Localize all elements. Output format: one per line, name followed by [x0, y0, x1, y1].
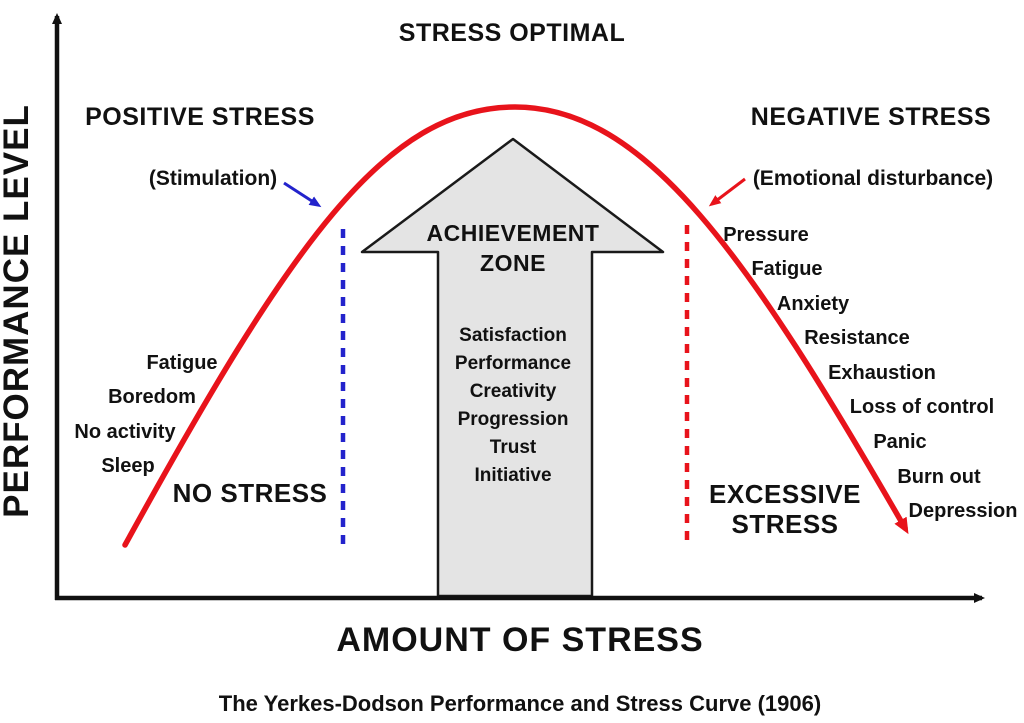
emotional-disturbance-pointer-arrow	[708, 177, 746, 207]
right-item: Fatigue	[751, 258, 822, 280]
stimulation-annotation: (Stimulation)	[149, 167, 277, 190]
right-item: Pressure	[723, 224, 809, 246]
left-item: Fatigue	[146, 352, 217, 374]
right-item: Depression	[909, 500, 1018, 522]
right-item: Exhaustion	[828, 362, 936, 384]
emotional-disturbance-annotation: (Emotional disturbance)	[753, 167, 993, 190]
negative-stress-label: NEGATIVE STRESS	[751, 103, 991, 131]
zone-item: Creativity	[470, 381, 557, 402]
no-stress-label: NO STRESS	[173, 478, 328, 508]
zone-item: Progression	[458, 409, 569, 430]
right-item: Burn out	[897, 466, 981, 488]
right-item: Panic	[873, 431, 926, 453]
excessive-stress-label-line2: STRESS	[731, 509, 838, 539]
top-label: STRESS OPTIMAL	[399, 19, 625, 47]
excessive-stress-label-line1: EXCESSIVE	[709, 479, 861, 509]
right-item: Resistance	[804, 327, 910, 349]
positive-stress-label: POSITIVE STRESS	[85, 103, 315, 131]
zone-item: Performance	[455, 353, 571, 374]
x-axis-label: AMOUNT OF STRESS	[336, 621, 703, 659]
right-item: Loss of control	[850, 396, 994, 418]
left-item: Sleep	[101, 455, 154, 477]
right-item: Anxiety	[777, 293, 850, 315]
achievement-zone-title-line2: ZONE	[480, 250, 546, 276]
zone-item: Initiative	[474, 465, 551, 486]
performance-curve	[122, 104, 909, 548]
zone-item: Satisfaction	[459, 325, 567, 346]
left-item: Boredom	[108, 386, 196, 408]
achievement-zone-title-line1: ACHIEVEMENT	[427, 220, 600, 246]
stimulation-pointer-arrow	[283, 181, 322, 208]
left-item: No activity	[74, 421, 176, 443]
figure-caption: The Yerkes-Dodson Performance and Stress…	[219, 691, 821, 716]
zone-item: Trust	[490, 437, 537, 458]
y-axis-label: PERFORMANCE LEVEL	[0, 104, 36, 518]
